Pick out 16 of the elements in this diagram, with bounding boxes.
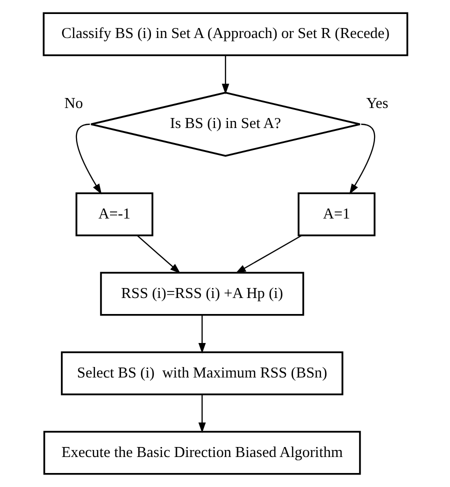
node-box: Classify BS (i) in Set A (Approach) or Set R (Recede) (42, 12, 408, 56)
arrow (234, 235, 302, 274)
node-box: A=-1 (75, 192, 153, 236)
arrow (221, 55, 229, 94)
arrow (198, 315, 206, 354)
node-diamond: Is BS (i) in Set A? (90, 92, 360, 157)
arrow (198, 394, 206, 433)
node-box: RSS (i)=RSS (i) +A Hp (i) (100, 272, 304, 316)
node-box: Execute the Basic Direction Biased Algorithm (42, 430, 360, 475)
edge-label: No (64, 95, 82, 112)
arrow (75, 124, 102, 194)
arrow (136, 235, 180, 274)
node-box: Select BS (i) with Maximum RSS (BSn) (60, 351, 343, 396)
node-box: A=1 (297, 192, 375, 236)
arrow (348, 124, 375, 194)
edge-label: Yes (366, 95, 388, 112)
